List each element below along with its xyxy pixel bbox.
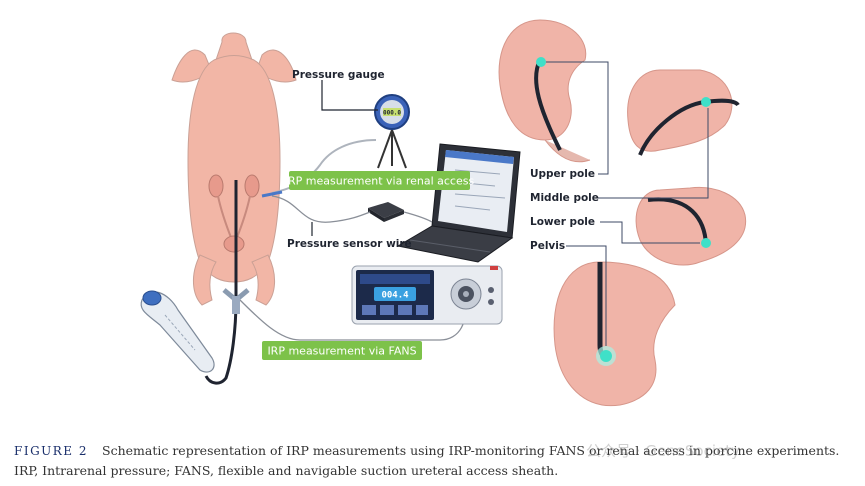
- pig-illustration: [171, 32, 297, 306]
- lower-pole-leader: [600, 221, 700, 244]
- pressure-sensor-wire: [271, 195, 371, 223]
- figure-tag: FIGURE 2: [14, 444, 89, 458]
- irp-fans-label: IRP measurement via FANS: [267, 345, 416, 358]
- irp-measurement-diagram: 000.0 Pressure gauge IRP measurement via…: [140, 19, 747, 407]
- kidney-lower-pole: [635, 186, 747, 266]
- pelvis-leader: [566, 245, 607, 346]
- pelvis-label: Pelvis: [530, 240, 565, 252]
- middle-pole-label: Middle pole: [530, 192, 599, 204]
- pressure-sensor-box: [368, 202, 404, 222]
- kidney-middle-pole: [627, 69, 740, 156]
- irp-fans-label-box: IRP measurement via FANS: [262, 341, 422, 360]
- renal-access-needle: [261, 190, 283, 198]
- ureteroscope-handle: [140, 290, 215, 373]
- watermark: 公众号 · GeneSociety: [586, 442, 740, 460]
- fans-screen-reading: 004.4: [381, 291, 409, 301]
- laptop: [396, 143, 521, 263]
- gauge-reading: 000.0: [383, 110, 401, 117]
- pressure-gauge-label: Pressure gauge: [292, 69, 385, 81]
- middle-pole-leader: [594, 108, 709, 199]
- gauge-tubing: [271, 139, 377, 194]
- pressure-gauge: 000.0: [374, 94, 410, 169]
- caption-text: Schematic representation of IRP measurem…: [14, 443, 840, 478]
- lower-pole-label: Lower pole: [530, 216, 595, 228]
- fans-monitor-device: 004.4: [351, 265, 503, 325]
- upper-pole-leader: [546, 61, 609, 175]
- fans-sheath: [204, 180, 238, 385]
- kidney-pelvis: [553, 261, 676, 407]
- pressure-gauge-leader: [321, 80, 378, 111]
- irp-renal-label: IRP measurement via renal access: [285, 175, 475, 188]
- upper-pole-label: Upper pole: [530, 168, 595, 180]
- pressure-sensor-wire-label: Pressure sensor wire: [287, 238, 412, 250]
- irp-renal-label-box: IRP measurement via renal access: [285, 171, 475, 190]
- kidney-upper-pole: [498, 19, 591, 163]
- y-connector: [222, 288, 250, 314]
